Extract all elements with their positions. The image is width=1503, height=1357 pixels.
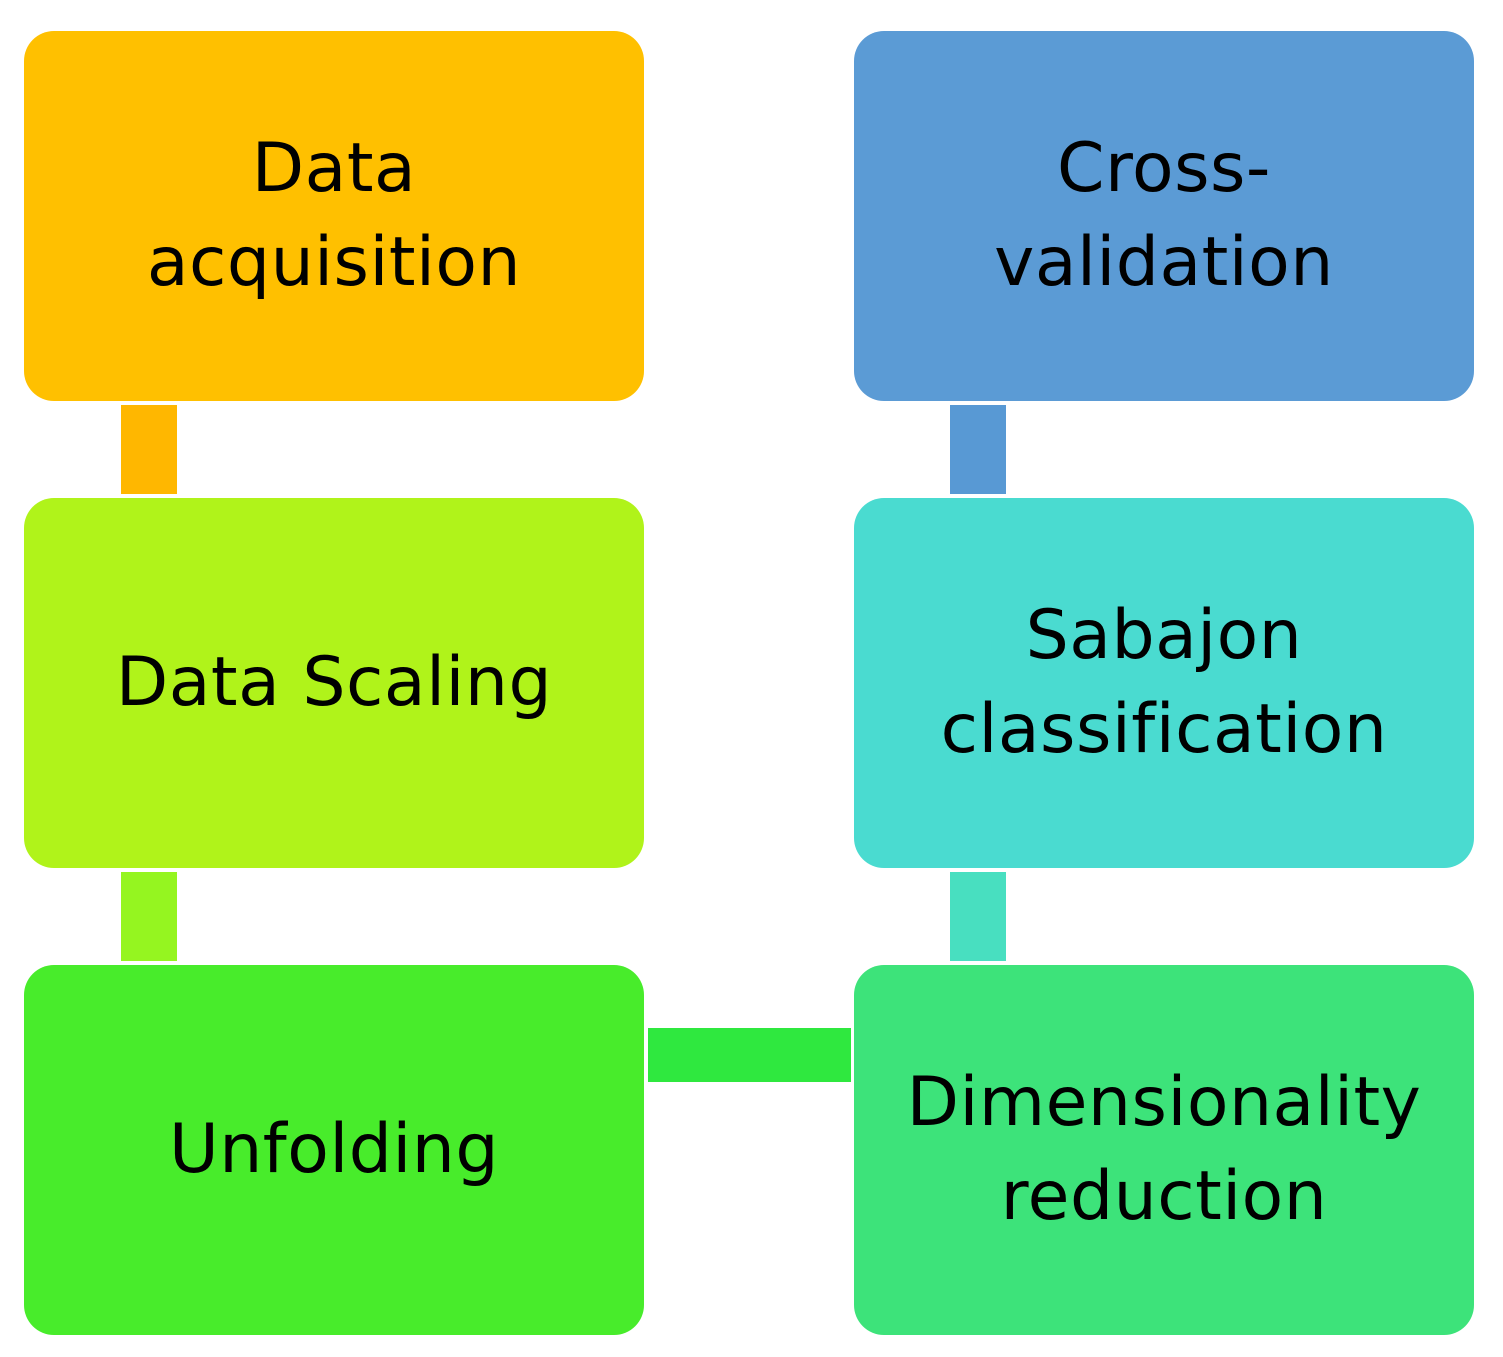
step-data-scaling: Data Scaling (24, 498, 644, 868)
connector-scaling-unfolding (121, 872, 177, 961)
step-cross-validation: Cross- validation (854, 31, 1474, 401)
step-unfolding: Unfolding (24, 965, 644, 1335)
step-unfolding-label: Unfolding (168, 1110, 500, 1189)
step-dimensionality-reduction-label: Dimensionality reduction (906, 1063, 1422, 1236)
connector-unfolding-dimensionality (648, 1028, 851, 1082)
step-sabajon-classification: Sabajon classification (854, 498, 1474, 868)
step-data-acquisition-label: Data acquisition (146, 129, 522, 302)
step-cross-validation-label: Cross- validation (994, 129, 1334, 302)
step-data-acquisition: Data acquisition (24, 31, 644, 401)
connector-acquisition-scaling (121, 405, 177, 494)
connector-classification-crossvalidation (950, 405, 1006, 494)
connector-dimensionality-classification (950, 872, 1006, 961)
step-dimensionality-reduction: Dimensionality reduction (854, 965, 1474, 1335)
step-sabajon-classification-label: Sabajon classification (940, 596, 1388, 769)
step-data-scaling-label: Data Scaling (115, 643, 553, 722)
